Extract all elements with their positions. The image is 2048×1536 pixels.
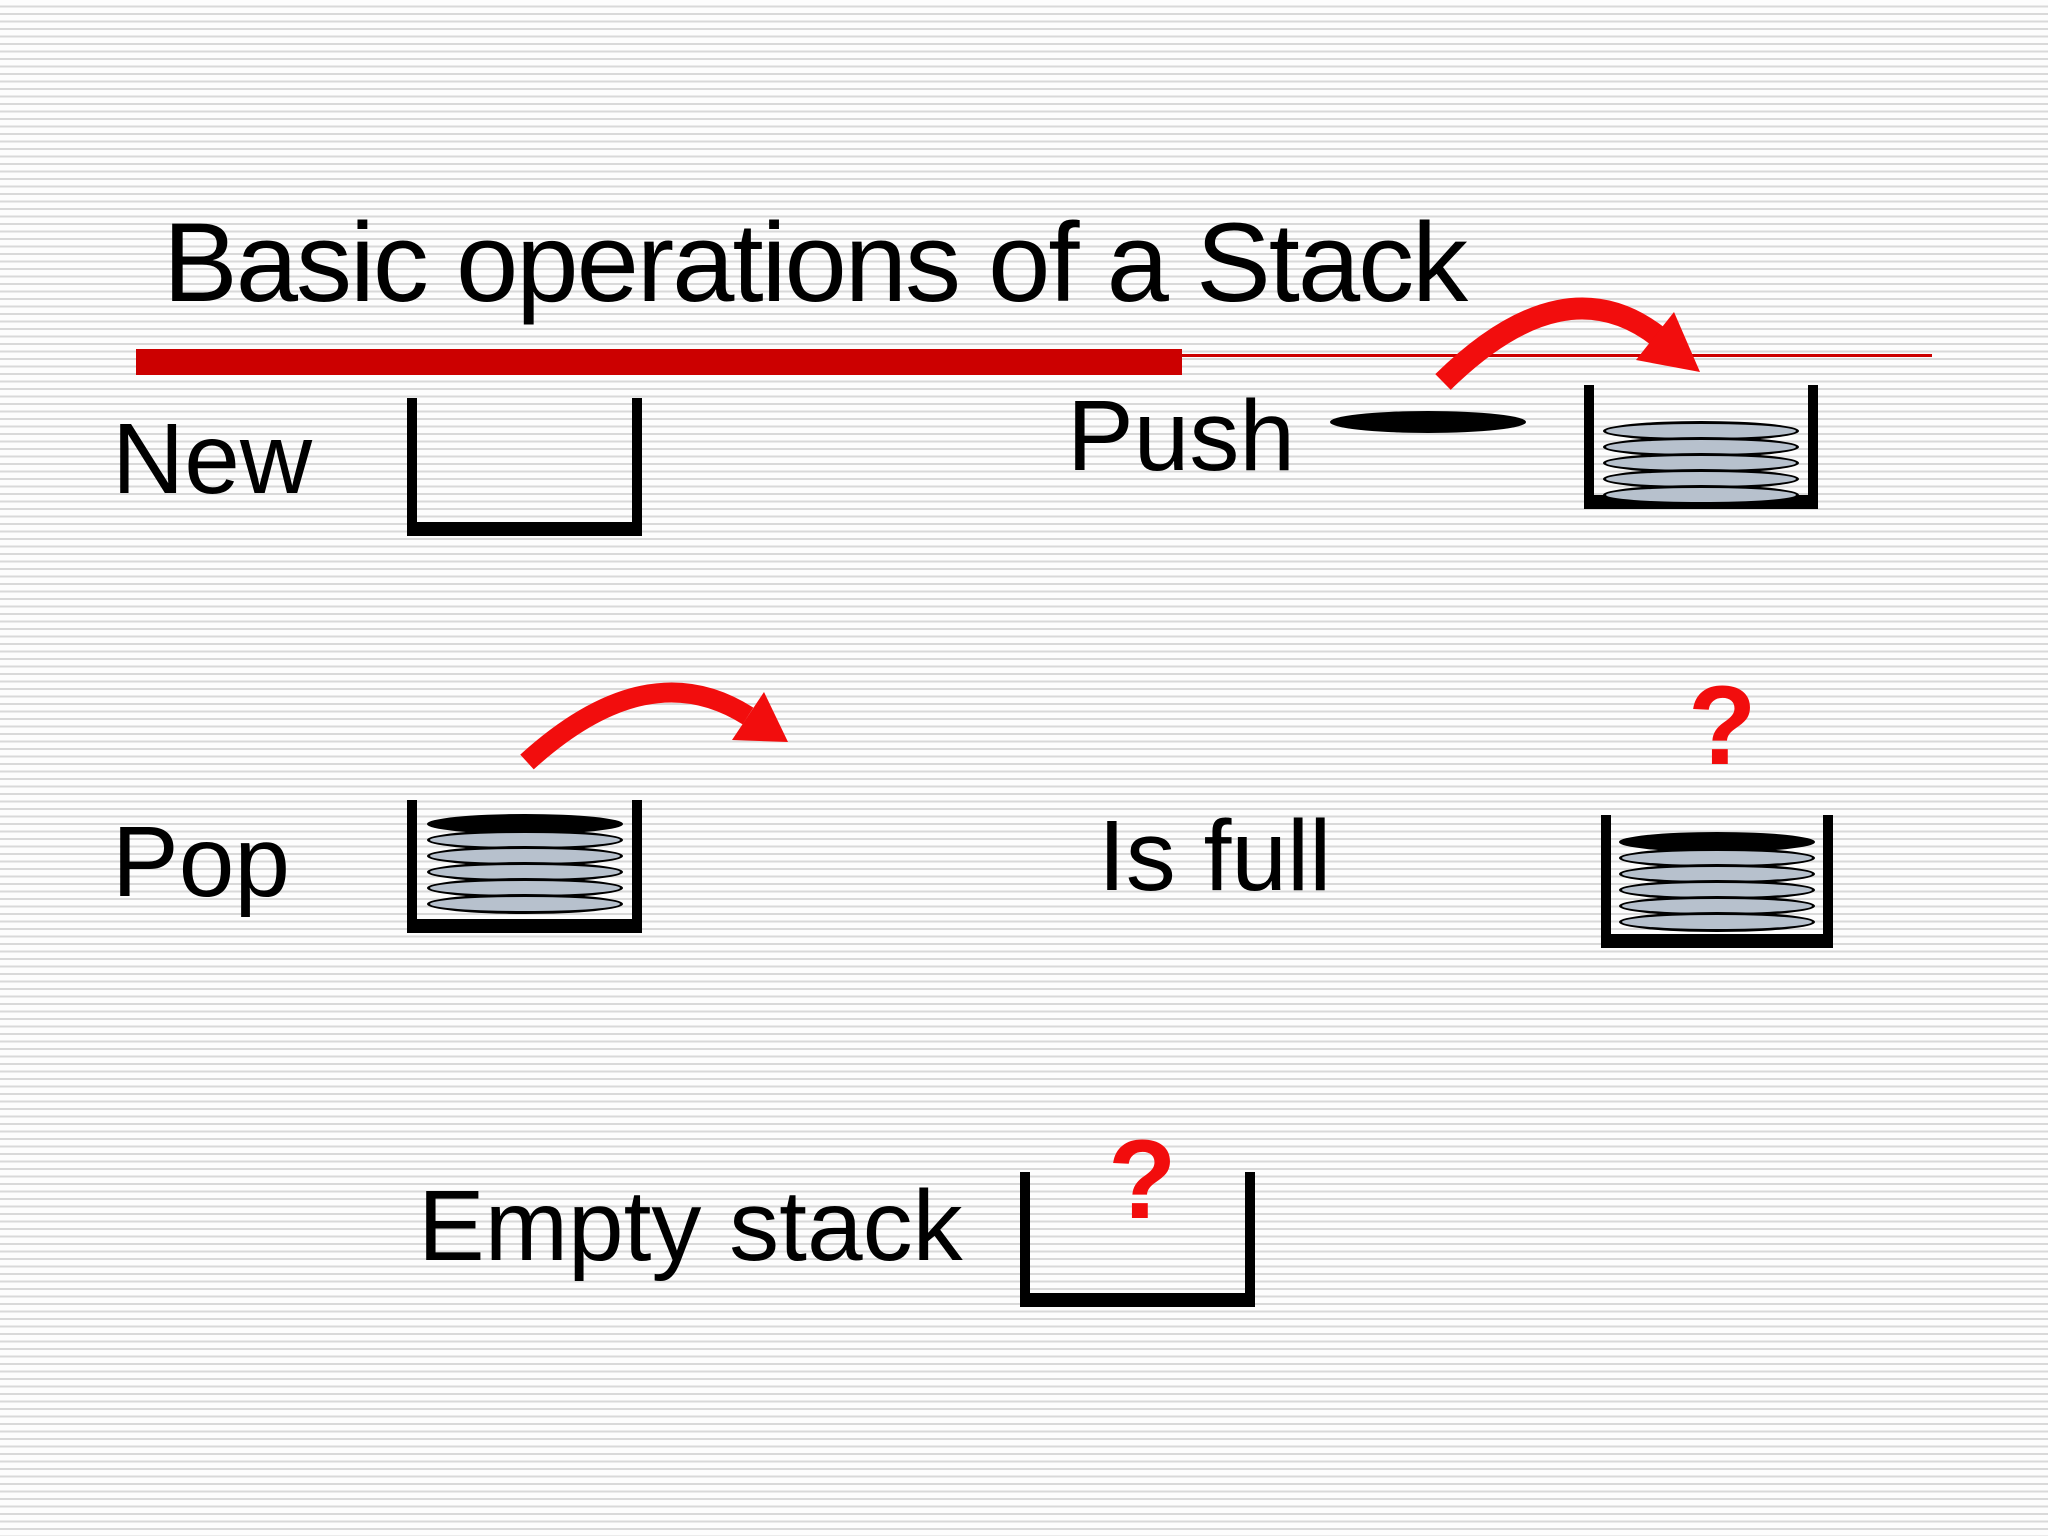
- label-push: Push: [1067, 380, 1295, 492]
- stack-disk: [1619, 912, 1815, 932]
- empty-stack-container-question: [1020, 1172, 1255, 1307]
- stack-disk: [1603, 485, 1799, 505]
- label-new: New: [112, 403, 313, 515]
- title-divider-line: [1182, 354, 1932, 357]
- title-divider-bar: [136, 349, 1182, 375]
- question-mark-is-full: ?: [1688, 663, 1757, 788]
- pushed-disk-icon: [1330, 411, 1526, 433]
- push-arrow-icon: [1435, 297, 1700, 390]
- question-mark-empty-stack: ?: [1108, 1117, 1177, 1242]
- empty-stack-container-new: [407, 398, 642, 536]
- stack-container-push: [1584, 385, 1818, 509]
- label-is-full: Is full: [1098, 800, 1332, 912]
- label-empty-stack: Empty stack: [418, 1170, 963, 1282]
- stack-container-pop: [407, 800, 642, 933]
- stack-container-is-full: [1601, 815, 1833, 948]
- stack-disk: [426, 894, 623, 914]
- label-pop: Pop: [112, 806, 290, 918]
- page-title: Basic operations of a Stack: [163, 200, 1468, 325]
- pop-arrow-icon: [520, 682, 788, 770]
